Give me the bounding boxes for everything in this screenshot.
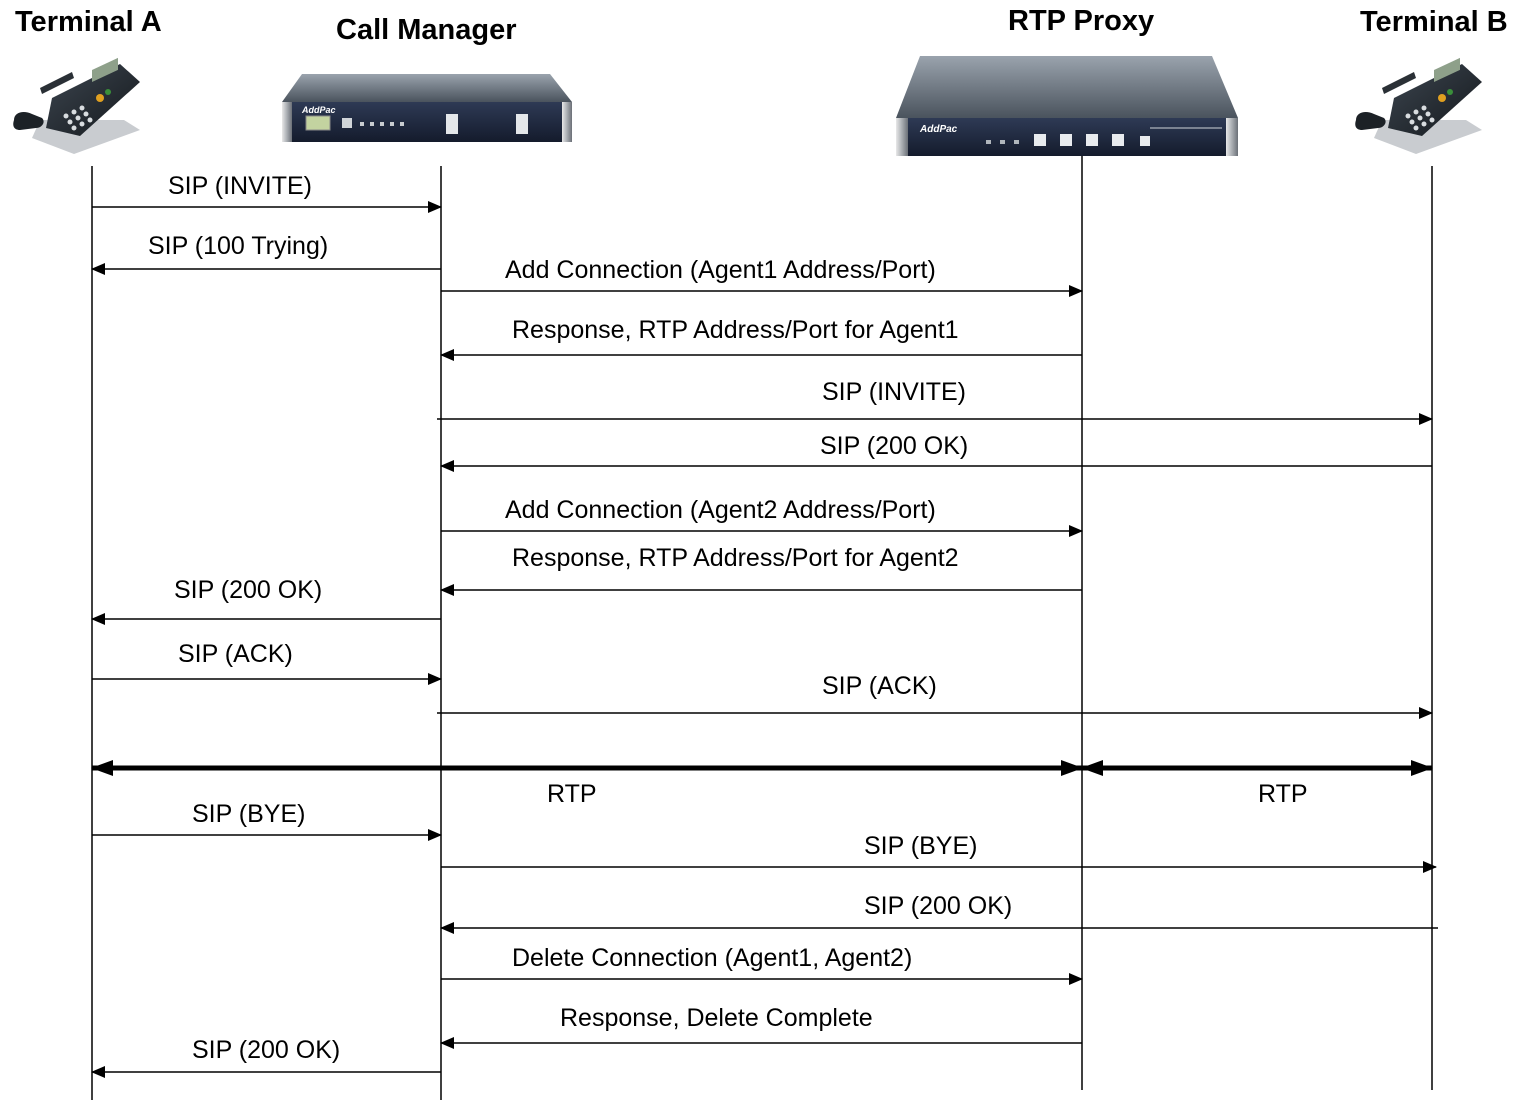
message: RTP xyxy=(1081,760,1433,808)
message: Response, RTP Address/Port for Agent2 xyxy=(440,544,1082,596)
message: SIP (ACK) xyxy=(92,640,442,685)
message: SIP (200 OK) xyxy=(440,432,1432,472)
message: SIP (200 OK) xyxy=(91,576,441,625)
message-label: SIP (BYE) xyxy=(864,832,977,860)
message: Delete Connection (Agent1, Agent2) xyxy=(441,944,1083,985)
participant-title-call-manager: Call Manager xyxy=(336,14,517,46)
message-label: SIP (INVITE) xyxy=(822,378,966,406)
message-label: SIP (BYE) xyxy=(192,800,305,828)
lifelines xyxy=(91,156,1433,1100)
message: Add Connection (Agent2 Address/Port) xyxy=(441,496,1083,537)
message-label: Delete Connection (Agent1, Agent2) xyxy=(512,944,912,972)
device-brand-label: AddPac xyxy=(301,105,336,115)
message: SIP (200 OK) xyxy=(440,892,1438,934)
device-brand-label: AddPac xyxy=(919,124,958,135)
message: SIP (200 OK) xyxy=(91,1036,441,1078)
message: Response, RTP Address/Port for Agent1 xyxy=(440,316,1082,361)
message-label: SIP (ACK) xyxy=(822,672,937,700)
message-label: Add Connection (Agent2 Address/Port) xyxy=(505,496,936,524)
message: SIP (BYE) xyxy=(92,800,442,841)
call-manager-device-icon: AddPac xyxy=(282,74,572,142)
message-label: SIP (200 OK) xyxy=(192,1036,340,1064)
phone-icon xyxy=(13,57,140,154)
phone-icon xyxy=(1355,57,1482,154)
message: SIP (100 Trying) xyxy=(91,232,441,275)
rtp-proxy-device-icon: AddPac xyxy=(896,56,1238,156)
message-label: SIP (200 OK) xyxy=(864,892,1012,920)
participant-title-terminal-a: Terminal A xyxy=(15,6,162,38)
message-label: SIP (ACK) xyxy=(178,640,293,668)
message: SIP (INVITE) xyxy=(437,378,1433,425)
message: SIP (BYE) xyxy=(441,832,1437,873)
message-label: Response, RTP Address/Port for Agent2 xyxy=(512,544,959,572)
message-label: Add Connection (Agent1 Address/Port) xyxy=(505,256,936,284)
message: Response, Delete Complete xyxy=(440,1004,1082,1049)
message-label: RTP xyxy=(1258,780,1308,808)
message: Add Connection (Agent1 Address/Port) xyxy=(441,256,1083,297)
participant-title-rtp-proxy: RTP Proxy xyxy=(1008,5,1155,37)
message-label: RTP xyxy=(547,780,597,808)
message-label: SIP (200 OK) xyxy=(820,432,968,460)
message-label: SIP (200 OK) xyxy=(174,576,322,604)
participant-title-terminal-b: Terminal B xyxy=(1360,6,1508,38)
message-label: Response, Delete Complete xyxy=(560,1004,873,1032)
message-label: SIP (INVITE) xyxy=(168,172,312,200)
message-label: SIP (100 Trying) xyxy=(148,232,328,260)
message: SIP (ACK) xyxy=(437,672,1433,719)
message-label: Response, RTP Address/Port for Agent1 xyxy=(512,316,959,344)
message: RTP xyxy=(91,760,1083,808)
message: SIP (INVITE) xyxy=(92,172,442,213)
messages: SIP (INVITE) SIP (100 Trying) Add Connecti… xyxy=(91,172,1438,1078)
